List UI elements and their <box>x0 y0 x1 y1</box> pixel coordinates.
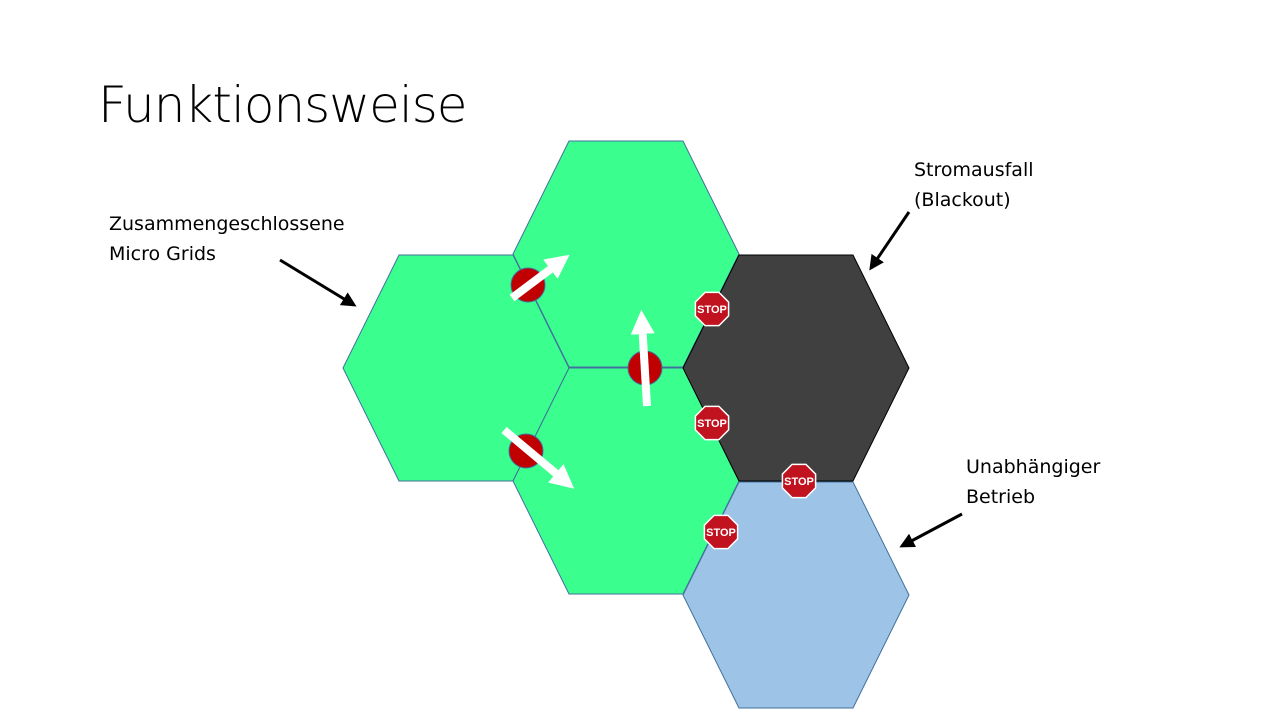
hex-independent <box>682 481 910 709</box>
stop-sign-text: STOP <box>706 527 736 539</box>
micro-grids-label: Zusammengeschlossene Micro Grids <box>109 209 345 269</box>
stop-sign-icon: STOP <box>703 514 739 550</box>
power-flow-arrow-icon <box>501 426 575 489</box>
independent-label-line1: Unabhängiger <box>966 456 1101 478</box>
stop-sign-icon: STOP <box>694 405 730 441</box>
stop-sign-icon: STOP <box>781 463 817 499</box>
pointer-arrow-micro-grids <box>279 258 357 307</box>
pointer-arrow-blackout <box>869 211 911 271</box>
stop-sign-text: STOP <box>697 304 727 316</box>
power-flow-arrow-icon <box>509 254 570 302</box>
blackout-label-line1: Stromausfall <box>914 159 1034 181</box>
independent-label-line2: Betrieb <box>966 486 1036 508</box>
micro-grids-label-line2: Micro Grids <box>109 243 216 265</box>
blackout-label-line2: (Blackout) <box>914 189 1011 211</box>
power-flow-arrow-icon <box>630 310 655 407</box>
micro-grids-label-line1: Zusammengeschlossene <box>109 213 345 235</box>
stop-sign-icon: STOP <box>694 291 730 327</box>
hex-blackout <box>682 254 910 482</box>
pointer-arrow-independent <box>899 512 963 548</box>
independent-label: Unabhängiger Betrieb <box>966 452 1100 512</box>
hex-grid-top <box>512 140 740 368</box>
stop-sign-text: STOP <box>697 418 727 430</box>
stop-sign-text: STOP <box>784 476 814 488</box>
blackout-label: Stromausfall (Blackout) <box>914 155 1034 215</box>
slide-title: Funktionsweise <box>98 76 468 134</box>
